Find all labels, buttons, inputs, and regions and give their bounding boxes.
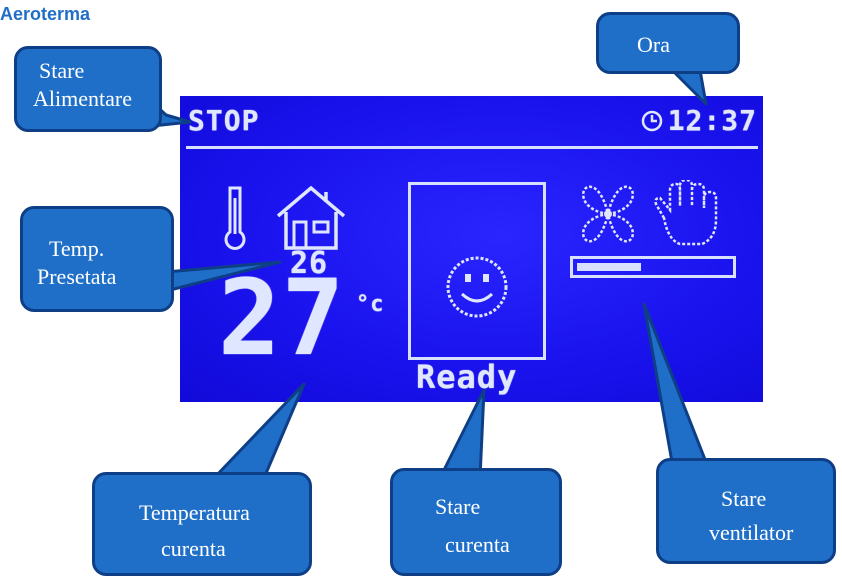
power-state-text: STOP <box>188 104 260 137</box>
callout-power-state-line1: Stare <box>39 58 85 83</box>
callout-current-temp: Temperatura curenta <box>92 472 312 576</box>
status-frame <box>408 182 546 360</box>
callout-preset-temp: Temp. Presetata <box>20 206 174 312</box>
callout-fan-state-line1: Stare <box>721 486 767 511</box>
callout-current-state: Stare curenta <box>390 468 562 576</box>
time-text: 12:37 <box>667 104 757 137</box>
page-title: Aeroterma <box>0 4 91 24</box>
fan-level-fill <box>577 263 641 271</box>
callout-current-state-line2: curenta <box>445 532 510 557</box>
callout-current-state-line1: Stare <box>435 494 481 519</box>
fan-icon <box>581 185 635 243</box>
callout-current-temp-line2: curenta <box>161 536 226 561</box>
callout-current-temp-line1: Temperatura <box>139 500 250 525</box>
preset-temperature: 26 <box>290 246 329 281</box>
clock-readout: 12:37 <box>640 104 757 137</box>
callout-fan-state: Stare ventilator <box>656 458 836 564</box>
header-divider <box>186 146 758 149</box>
smiley-icon <box>446 256 508 318</box>
thermometer-icon <box>224 186 246 250</box>
callout-preset-temp-line2: Presetata <box>37 264 117 289</box>
callout-fan-state-line2: ventilator <box>709 520 794 545</box>
callout-time-line1: Ora <box>637 32 670 57</box>
callout-power-state: Stare Alimentare <box>14 46 162 132</box>
clock-icon <box>641 110 662 131</box>
hand-icon <box>654 180 718 246</box>
house-icon <box>276 185 346 250</box>
current-temperature: 27 <box>218 257 346 379</box>
callout-preset-temp-line1: Temp. <box>49 236 105 261</box>
fan-level-bar <box>570 256 736 278</box>
lcd-display: STOP 12:37 26 27 °c Ready <box>180 96 763 402</box>
callout-power-state-line2: Alimentare <box>33 86 132 111</box>
temperature-unit: °c <box>356 292 385 317</box>
callout-time: Ora <box>596 12 740 74</box>
status-text: Ready <box>416 358 518 396</box>
